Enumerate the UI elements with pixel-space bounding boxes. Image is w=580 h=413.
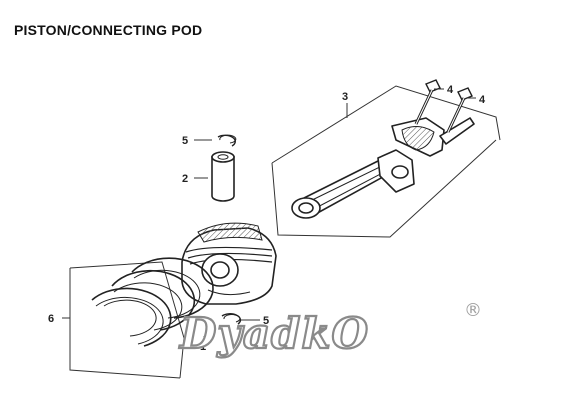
callout-4-left: 4 bbox=[447, 84, 454, 96]
cap-bolt-left bbox=[414, 79, 441, 125]
watermark-logo: DyadkO bbox=[179, 309, 369, 358]
piston-pin bbox=[211, 151, 235, 202]
callout-3: 3 bbox=[342, 91, 348, 103]
snap-ring-bottom bbox=[221, 313, 242, 325]
connecting-rod bbox=[291, 117, 475, 219]
callout-5-bottom: 5 bbox=[263, 315, 269, 327]
watermark-registered-mark: ® bbox=[464, 300, 482, 321]
leader-lines bbox=[62, 88, 476, 344]
snap-ring-top bbox=[217, 134, 237, 147]
callout-5-top: 5 bbox=[182, 135, 188, 147]
callout-1: 1 bbox=[200, 341, 206, 353]
connecting-rod-group-box bbox=[271, 85, 501, 238]
callout-4-right: 4 bbox=[479, 94, 486, 106]
piston bbox=[181, 222, 277, 305]
piston-rings bbox=[91, 257, 214, 347]
callout-6: 6 bbox=[48, 313, 54, 325]
piston-ring-group-box bbox=[69, 261, 185, 379]
page-title: PISTON/CONNECTING POD bbox=[14, 22, 203, 38]
cap-bolt-right bbox=[446, 87, 473, 133]
callout-2: 2 bbox=[182, 173, 188, 185]
